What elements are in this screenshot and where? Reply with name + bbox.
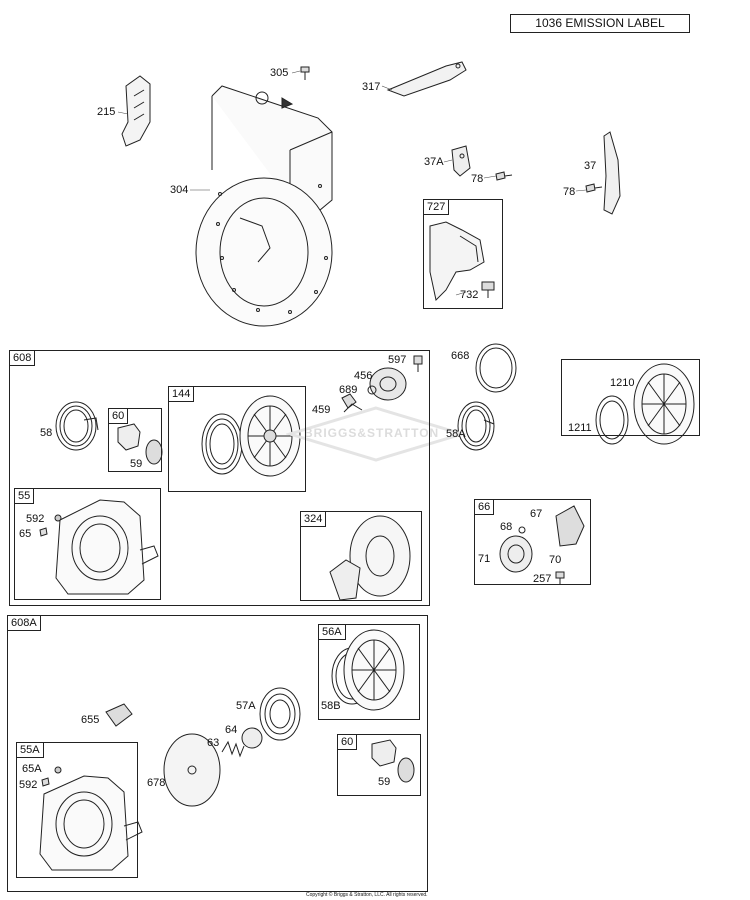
box-727 xyxy=(423,199,503,309)
retainer-456-drawing xyxy=(367,355,423,401)
group-608a xyxy=(7,615,428,892)
screw-78-drawing xyxy=(495,171,603,193)
label-1210: 1210 xyxy=(610,377,635,389)
label-305: 305 xyxy=(270,67,289,79)
tag-144: 144 xyxy=(168,386,195,402)
box-66 xyxy=(474,499,591,585)
bracket-215-drawing xyxy=(121,75,151,147)
cup-64-drawing xyxy=(241,727,263,749)
label-65: 65 xyxy=(19,528,32,540)
label-37: 37 xyxy=(584,160,597,172)
label-65a: 65A xyxy=(22,763,42,775)
starter-cup-66-drawing xyxy=(499,505,585,584)
shroud-727-drawing xyxy=(429,221,495,302)
tag-608a: 608A xyxy=(7,615,41,631)
pawl-689-drawing xyxy=(341,393,363,413)
label-215: 215 xyxy=(97,106,116,118)
pulley-1210-drawing xyxy=(595,363,695,445)
box-60 xyxy=(108,408,162,472)
guard-317-drawing xyxy=(386,61,467,97)
tag-56a: 56A xyxy=(318,624,346,640)
label-58b: 58B xyxy=(321,700,341,712)
group-608 xyxy=(9,350,430,606)
pulley-56a-drawing xyxy=(331,629,405,711)
label-63: 63 xyxy=(207,737,220,749)
spring-58-drawing xyxy=(55,401,99,451)
label-71: 71 xyxy=(478,553,491,565)
label-70: 70 xyxy=(549,554,562,566)
label-67: 67 xyxy=(530,508,543,520)
tag-55: 55 xyxy=(14,488,35,504)
label-78b: 78 xyxy=(563,186,576,198)
handle-59-drawing xyxy=(117,423,163,465)
screen-324-drawing xyxy=(329,515,411,601)
spring-58a-drawing xyxy=(457,401,495,451)
label-304: 304 xyxy=(170,184,189,196)
box-144 xyxy=(168,386,306,492)
box-1210 xyxy=(561,359,700,436)
label-59: 59 xyxy=(130,458,143,470)
tag-324: 324 xyxy=(300,511,327,527)
label-58: 58 xyxy=(40,427,53,439)
label-668: 668 xyxy=(451,350,470,362)
bracket-37a-drawing xyxy=(451,145,471,177)
tag-727: 727 xyxy=(423,199,450,215)
screw-305-drawing xyxy=(300,66,310,80)
emission-label-box: 1036 EMISSION LABEL xyxy=(510,14,690,33)
housing-55-drawing xyxy=(39,499,159,595)
box-324 xyxy=(300,511,422,601)
emission-label-text: 1036 EMISSION LABEL xyxy=(535,16,665,30)
spring-63-drawing xyxy=(221,740,245,758)
label-57a: 57A xyxy=(236,700,256,712)
label-1211: 1211 xyxy=(568,422,592,434)
label-678: 678 xyxy=(147,777,166,789)
tag-60: 60 xyxy=(108,408,129,424)
label-456: 456 xyxy=(354,370,373,382)
label-655: 655 xyxy=(81,714,100,726)
label-689: 689 xyxy=(339,384,358,396)
box-55a xyxy=(16,742,138,878)
tag-60b: 60 xyxy=(337,734,358,750)
plate-678-drawing xyxy=(163,733,221,807)
label-58a: 58A xyxy=(446,428,466,440)
pulley-144-drawing xyxy=(201,395,301,477)
brand-watermark: BRIGGS&STRATTON xyxy=(284,404,468,469)
label-732: 732 xyxy=(460,289,479,301)
label-68: 68 xyxy=(500,521,513,533)
tag-608: 608 xyxy=(9,350,36,366)
label-459: 459 xyxy=(312,404,331,416)
housing-55a-drawing xyxy=(39,766,143,871)
label-59b: 59 xyxy=(378,776,391,788)
label-597: 597 xyxy=(388,354,407,366)
label-78a: 78 xyxy=(471,173,484,185)
label-64: 64 xyxy=(225,724,238,736)
tag-66: 66 xyxy=(474,499,495,515)
box-55 xyxy=(14,488,161,600)
ring-668-drawing xyxy=(475,343,517,393)
watermark-text: BRIGGS&STRATTON xyxy=(304,426,440,440)
watermark-diamond xyxy=(284,406,468,462)
tag-55a: 55A xyxy=(16,742,44,758)
handle-59b-drawing xyxy=(371,739,415,783)
box-60b xyxy=(337,734,421,796)
label-592: 592 xyxy=(26,513,45,525)
label-37a: 37A xyxy=(424,156,444,168)
shield-37-drawing xyxy=(603,131,621,215)
spring-57a-drawing xyxy=(259,687,301,741)
label-257: 257 xyxy=(533,573,552,585)
blower-housing-304-drawing xyxy=(195,85,333,327)
bracket-655-drawing xyxy=(105,703,133,727)
label-317: 317 xyxy=(362,81,381,93)
copyright-notice: Copyright © Briggs & Stratton, LLC. All … xyxy=(306,892,428,898)
box-56a xyxy=(318,624,420,720)
label-592b: 592 xyxy=(19,779,38,791)
